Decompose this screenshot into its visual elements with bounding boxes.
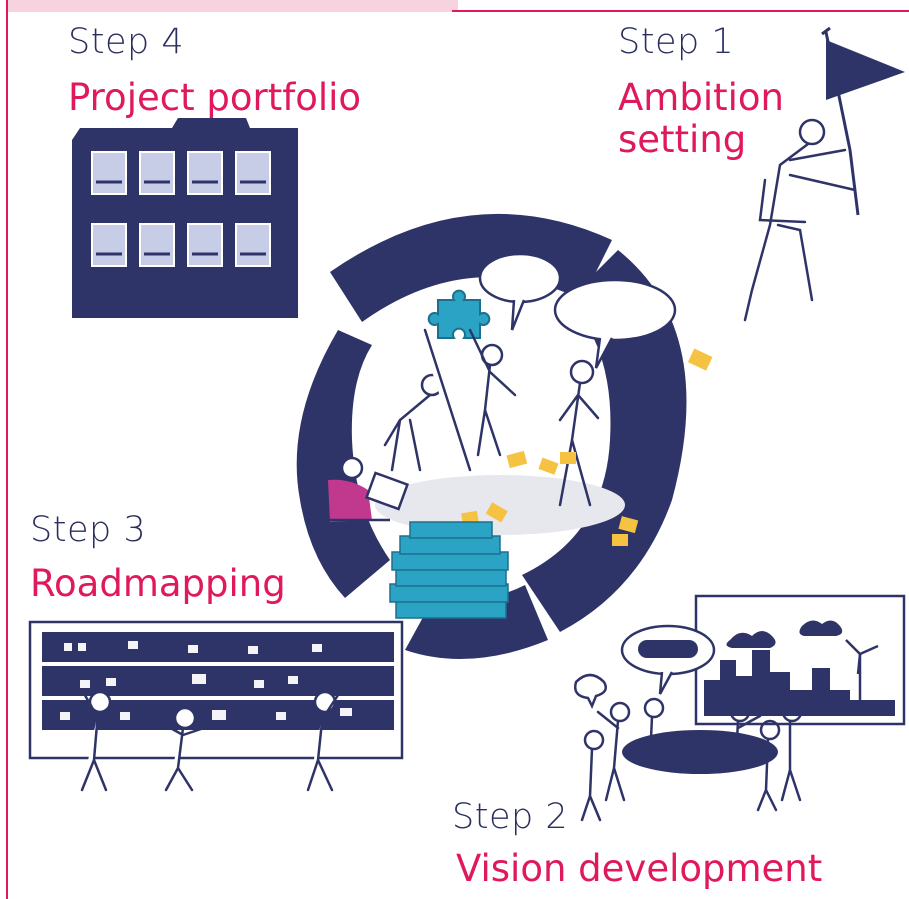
speech-bubble-icon <box>478 252 677 369</box>
step-2-title: Vision development <box>456 848 822 890</box>
cycle-segment-right <box>522 250 687 632</box>
step-3-title-line: Roadmapping <box>30 562 286 605</box>
sticky-note-icon <box>461 348 713 546</box>
city-skyline-icon <box>704 650 895 716</box>
step-1-title-line-1: Ambition <box>618 76 784 119</box>
puzzle-piece-icon <box>427 289 491 339</box>
frame-top-border <box>452 10 909 12</box>
speech-bubble-icon <box>574 673 607 710</box>
frame-left-border <box>6 0 8 899</box>
kneeling-person-icon <box>326 456 410 522</box>
roadmap-board-icon <box>28 620 404 792</box>
round-table-group-icon <box>580 697 803 822</box>
step-1-label: Step 1 <box>618 22 735 62</box>
step-4-label: Step 4 <box>68 22 185 62</box>
step-4-title: Project portfolio <box>68 77 361 119</box>
step-2-title-line: Vision development <box>456 847 823 890</box>
vision-scene <box>574 594 906 822</box>
center-scene <box>326 252 713 619</box>
train-bubble-icon <box>620 624 716 695</box>
step-3-title: Roadmapping <box>30 563 286 605</box>
step-3-label: Step 3 <box>30 510 147 550</box>
person-holding-flag-icon <box>743 26 905 322</box>
flag-icon <box>826 40 905 100</box>
step-1-title: Ambition setting <box>618 77 784 161</box>
collaborating-people-icon <box>383 324 667 507</box>
step-4-title-line: Project portfolio <box>68 76 362 119</box>
project-folder-icon <box>72 118 298 318</box>
step-1-title-line-2: setting <box>618 117 747 161</box>
people-at-board-icon <box>80 688 342 792</box>
wind-turbine-icon <box>845 639 879 716</box>
frame-top-tab <box>6 0 458 12</box>
cycle-segment-top <box>330 213 612 322</box>
step-2-label: Step 2 <box>452 797 569 837</box>
puzzle-stack-icon <box>389 521 509 619</box>
